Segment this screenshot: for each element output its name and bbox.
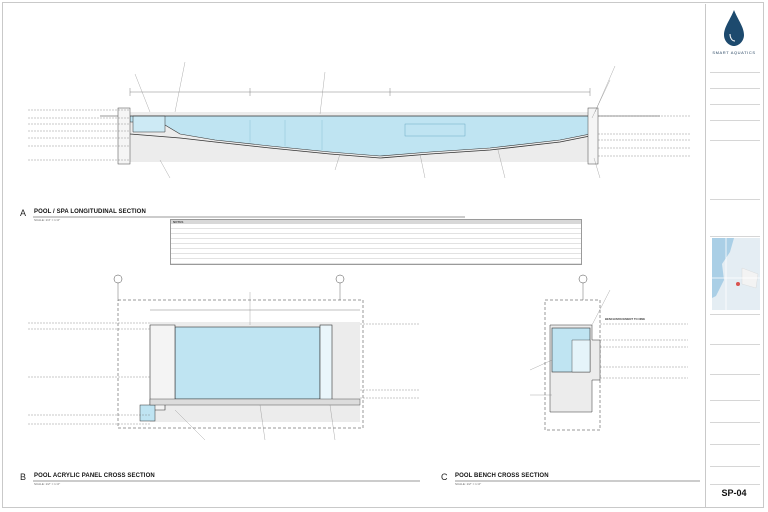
section-a-left-wall [117,107,131,165]
map-pin-icon [736,282,740,286]
section-a-spa [132,115,166,133]
notes-line [171,234,581,239]
section-b-grid-bubble [335,274,345,284]
section-c-drawing [455,274,700,482]
tb-rule [710,199,760,200]
section-a-leader [159,159,171,179]
section-a-leader [591,79,611,119]
section-b-drawing [28,274,420,482]
tb-rule [710,140,760,141]
notes-line [171,224,581,229]
tb-rule [710,120,760,121]
section-b-excavation [117,299,364,429]
section-c-bench [571,339,591,373]
tb-rule [710,422,760,423]
location-map-graphic [712,238,760,310]
section-b-leader [259,404,266,441]
section-b-scale: SCALE: 1/2" = 1'-0" [34,482,61,486]
section-b-acrylic-panel [319,324,333,402]
section-a-leader [593,157,601,179]
tb-rule [710,484,760,485]
section-b-spa-pocket [139,404,156,422]
section-c-grid-bubble [578,274,588,284]
location-map [712,238,760,310]
section-a-letter: A [20,208,27,218]
notes-line [171,259,581,264]
section-c-title: POOL BENCH CROSS SECTION [455,473,549,479]
section-c-leader [529,359,553,371]
notes-header: NOTES [171,220,581,224]
tb-rule [710,104,760,105]
tb-rule [710,466,760,467]
section-a-leader [497,149,506,179]
section-a-drawing [28,61,690,218]
notes-line [171,244,581,249]
section-c-letter: C [441,472,448,482]
tb-rule [710,314,760,315]
section-a-leader [319,71,326,115]
section-a-leader [174,61,186,113]
section-c-scale: SCALE: 1/2" = 1'-0" [455,482,482,486]
section-b-leader [174,409,206,441]
tb-rule [710,236,760,237]
section-a-leader [419,153,426,179]
notes-line [171,239,581,244]
sheet-number: SP-04 [721,488,747,498]
tb-rule [710,444,760,445]
section-a-leader [134,73,151,113]
section-c-leader [591,289,611,326]
section-a-leader [334,153,341,171]
title-block [705,4,763,508]
tb-rule [710,88,760,89]
water-drop-icon [724,10,744,46]
section-a-right-wall [587,107,599,165]
tb-rule [710,400,760,401]
general-notes-box: NOTES [170,219,582,265]
tb-rule [710,374,760,375]
tb-rule [710,72,760,73]
section-a-scale: SCALE: 1/4" = 1'-0" [34,218,61,222]
section-b-floor-slab [149,398,361,406]
notes-line [171,254,581,259]
tb-rule [710,344,760,345]
section-b-letter: B [20,472,27,482]
section-b-leader [329,404,336,441]
section-b-grid-bubble [113,274,123,284]
notes-line [171,229,581,234]
section-b-pool-water [174,326,321,400]
notes-line [171,249,581,254]
section-a-floor-line [129,133,591,159]
section-c-bench-label: BENCH/SPACEMENT TO NINE [605,317,646,321]
section-b-title: POOL ACRYLIC PANEL CROSS SECTION [34,473,155,479]
company-name: SMART AQUATICS [712,50,756,55]
section-a-window [404,123,466,137]
section-b-left-wall [149,324,176,411]
section-a-title: POOL / SPA LONGITUDINAL SECTION [34,209,146,215]
